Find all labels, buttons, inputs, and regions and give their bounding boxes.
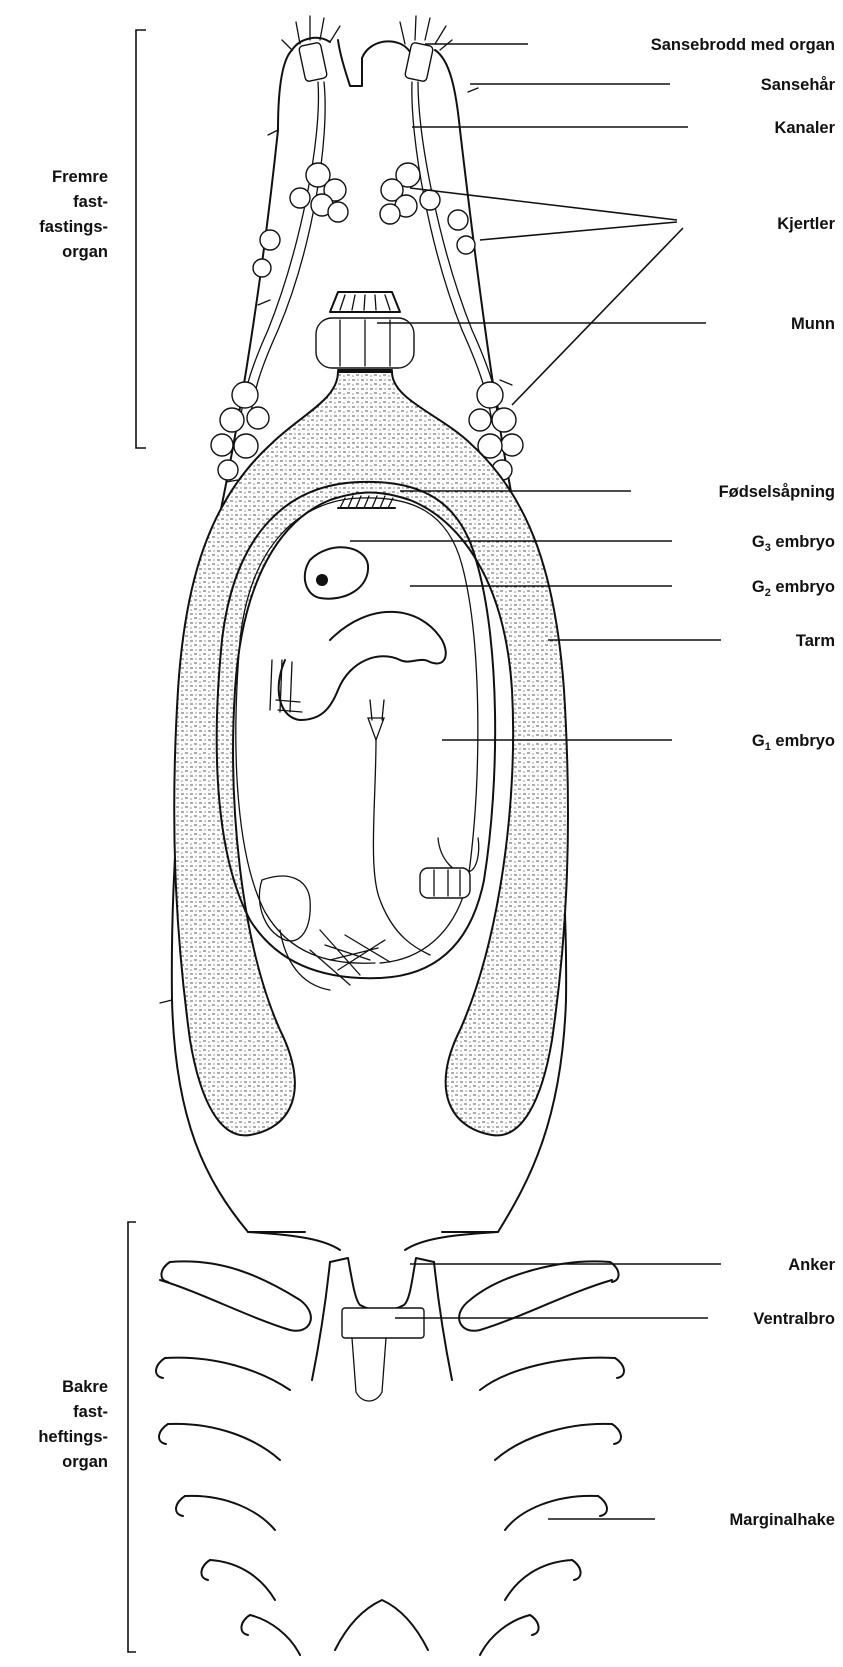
label-birth-opening: Fødselsåpning <box>719 483 835 501</box>
front-attachment-label: Fremre fast- fastings- organ <box>39 168 108 261</box>
rear-attachment-label: Bakre fast- heftings- organ <box>38 1378 108 1471</box>
front-attachment-bracket <box>136 30 146 448</box>
g2-embryo <box>270 612 446 720</box>
label-anchor: Anker <box>788 1256 835 1274</box>
label-glands: Kjertler <box>777 215 835 233</box>
g3-embryo <box>305 547 368 598</box>
front-label-line-3: fastings- <box>39 218 108 236</box>
gut <box>174 372 568 1135</box>
label-gut: Tarm <box>796 632 835 650</box>
ventral-bar <box>342 1308 424 1401</box>
label-mouth: Munn <box>791 315 835 333</box>
rear-haptor <box>156 1232 624 1655</box>
front-label-line-4: organ <box>62 243 108 261</box>
label-g1-embryo: G1 embryo <box>752 732 835 753</box>
g1-embryo <box>259 700 478 990</box>
rear-label-line-3: heftings- <box>38 1428 108 1446</box>
rear-label-line-2: fast- <box>73 1403 108 1421</box>
label-canals: Kanaler <box>774 119 835 137</box>
label-g3-embryo: G3 embryo <box>752 533 835 554</box>
label-marginal-hook: Marginalhake <box>730 1511 835 1529</box>
mouth-pharynx <box>316 292 414 370</box>
front-label-line-2: fast- <box>73 193 108 211</box>
rear-label-line-1: Bakre <box>62 1378 108 1396</box>
rear-label-line-4: organ <box>62 1453 108 1471</box>
label-sense-spine: Sansebrodd med organ <box>651 36 835 54</box>
sensory-spine-organs <box>298 42 433 82</box>
label-sense-hair: Sansehår <box>761 76 836 94</box>
label-ventral-bar: Ventralbro <box>753 1310 835 1328</box>
label-g2-embryo: G2 embryo <box>752 578 835 599</box>
rear-attachment-bracket <box>128 1222 136 1652</box>
front-label-line-1: Fremre <box>52 168 108 186</box>
right-labels: Sansebrodd med organ Sansehår Kanaler Kj… <box>651 36 836 1529</box>
